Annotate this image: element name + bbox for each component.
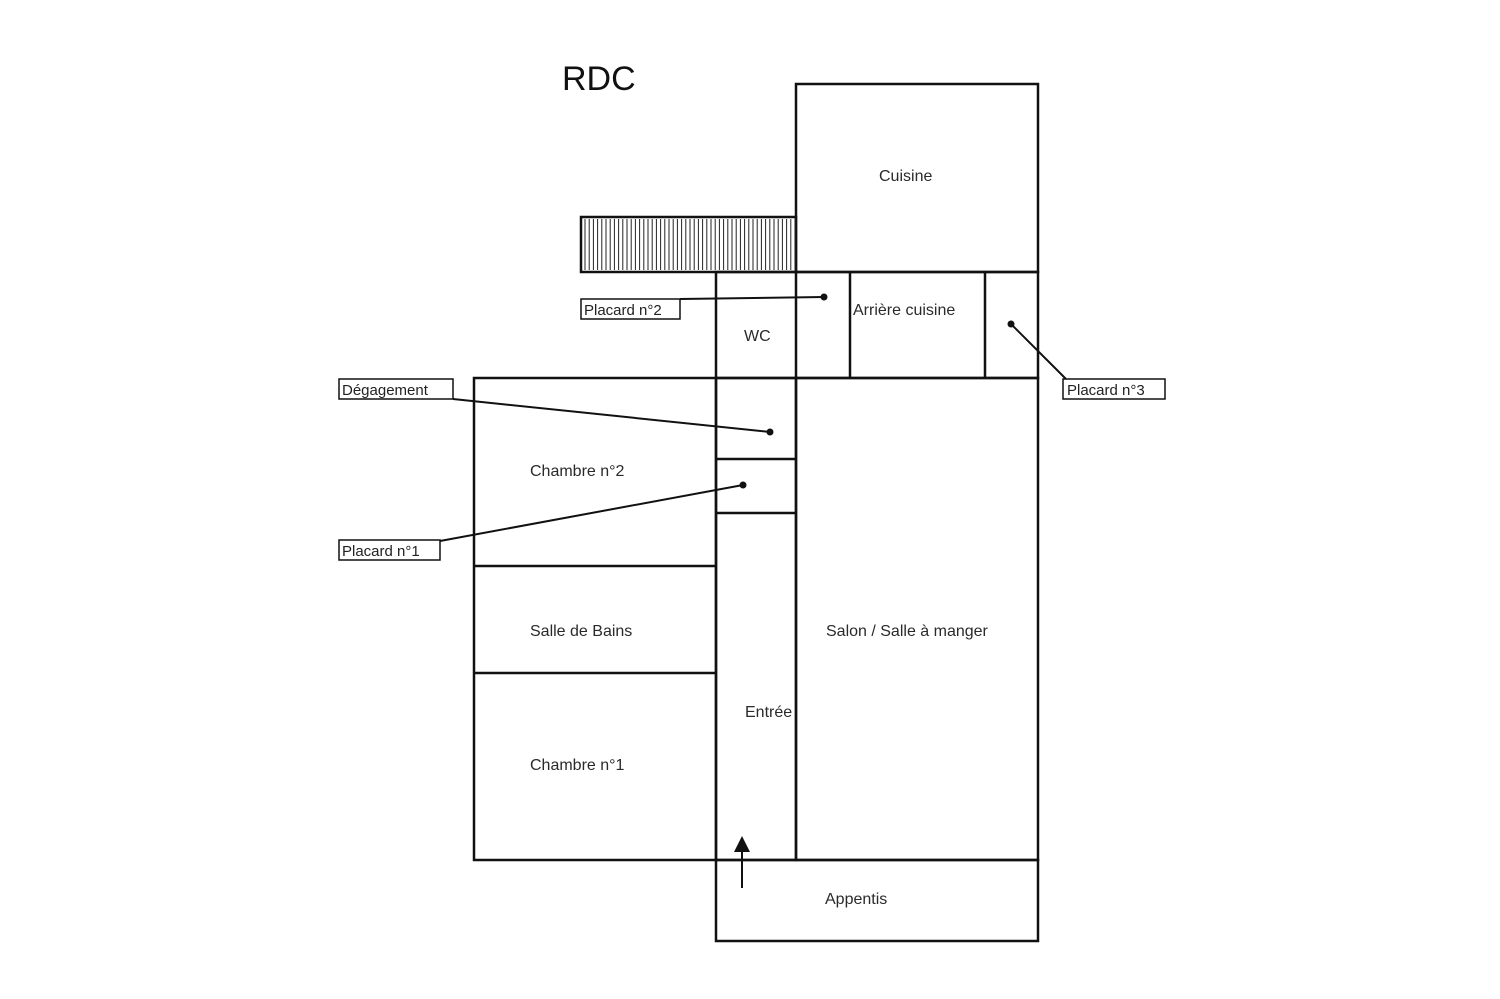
label-salon: Salon / Salle à manger <box>826 623 989 640</box>
entrance-arrow-icon <box>734 836 750 888</box>
room-appentis <box>714 858 1040 943</box>
callout-label-placard3: Placard n°3 <box>1067 382 1145 399</box>
callout-label-placard2: Placard n°2 <box>584 302 662 319</box>
corridor-column <box>714 376 798 862</box>
label-chambre2: Chambre n°2 <box>530 463 625 480</box>
label-salle-de-bains: Salle de Bains <box>530 623 632 640</box>
label-appentis: Appentis <box>825 891 887 908</box>
room-salon <box>794 376 1040 862</box>
middle-strip <box>714 270 1040 380</box>
label-cuisine: Cuisine <box>879 168 932 185</box>
callout-placard3: Placard n°3 <box>1007 320 1166 400</box>
callout-degagement: Dégagement <box>338 378 774 436</box>
callout-label-degagement: Dégagement <box>342 382 429 399</box>
left-block <box>472 376 718 862</box>
plan-title: RDC <box>562 60 636 98</box>
label-chambre1: Chambre n°1 <box>530 757 625 774</box>
label-entree: Entrée <box>745 704 792 721</box>
label-arriere-cuisine: Arrière cuisine <box>853 302 955 319</box>
callout-placard2: Placard n°2 <box>580 293 828 320</box>
label-wc: WC <box>744 328 771 345</box>
callout-label-placard1: Placard n°1 <box>342 543 420 560</box>
callout-placard1: Placard n°1 <box>338 481 747 561</box>
exterior-steps <box>579 215 798 274</box>
